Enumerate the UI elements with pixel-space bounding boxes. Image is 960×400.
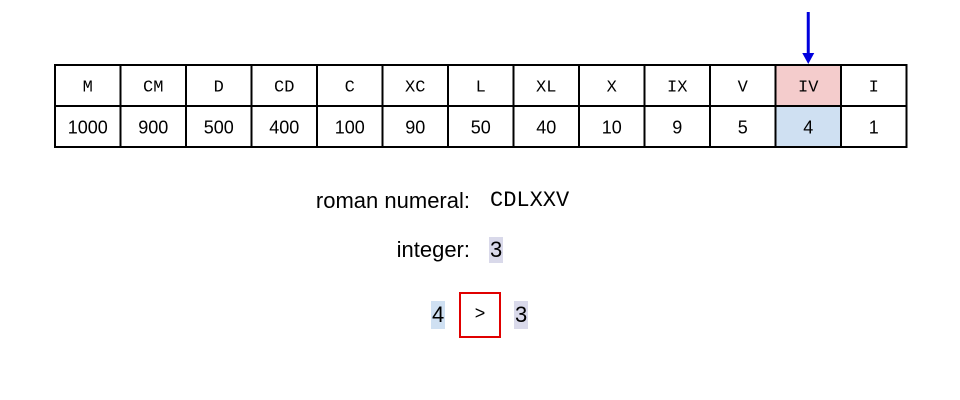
value-cell [643, 105, 711, 148]
value-cell [381, 105, 449, 148]
roman-numeral-value: CDLXXV [490, 188, 570, 213]
value-text: 90 [405, 118, 425, 138]
symbol-text: CD [274, 79, 294, 98]
value-text: 900 [138, 118, 168, 138]
symbol-text: V [738, 79, 749, 98]
comparison-left-value: 4 [431, 301, 446, 329]
symbol-text: D [214, 79, 224, 98]
roman-numeral-label: roman numeral: [315, 188, 470, 213]
value-text: 10 [602, 118, 622, 138]
value-text: 1 [869, 118, 879, 138]
value-cell [316, 105, 384, 148]
symbol-text: I [869, 79, 879, 98]
integer-label: integer: [396, 237, 470, 262]
comparison-operator: > [459, 292, 501, 338]
value-cell [54, 105, 122, 148]
value-cell [709, 105, 777, 148]
value-text: 5 [738, 118, 748, 138]
value-text: 400 [269, 118, 299, 138]
value-cell [512, 105, 580, 148]
symbol-text: M [83, 79, 93, 98]
value-cell [250, 105, 318, 148]
value-text: 500 [204, 118, 234, 138]
value-cell [185, 105, 253, 148]
symbol-text: X [607, 79, 617, 98]
symbol-text: L [476, 79, 486, 98]
value-text: 100 [335, 118, 365, 138]
value-text: 40 [536, 118, 556, 138]
value-cell [840, 105, 908, 148]
pointer-arrow-icon [802, 53, 815, 64]
value-text: 4 [803, 118, 813, 138]
value-text: 9 [672, 118, 682, 138]
symbol-text: XL [536, 79, 556, 98]
comparison-right-value: 3 [514, 301, 529, 329]
symbol-text: CM [143, 79, 163, 98]
symbol-cell [643, 64, 711, 107]
symbol-cell [709, 64, 777, 107]
symbol-text: IX [667, 79, 687, 98]
integer-value: 3 [489, 237, 504, 263]
symbol-cell [774, 64, 842, 107]
value-text: 1000 [68, 118, 108, 138]
symbol-text: XC [405, 79, 425, 98]
symbol-text: IV [798, 79, 819, 98]
symbol-cell [578, 64, 646, 107]
value-text: 50 [471, 118, 491, 138]
symbol-text: C [345, 79, 355, 98]
value-cell [447, 105, 515, 148]
